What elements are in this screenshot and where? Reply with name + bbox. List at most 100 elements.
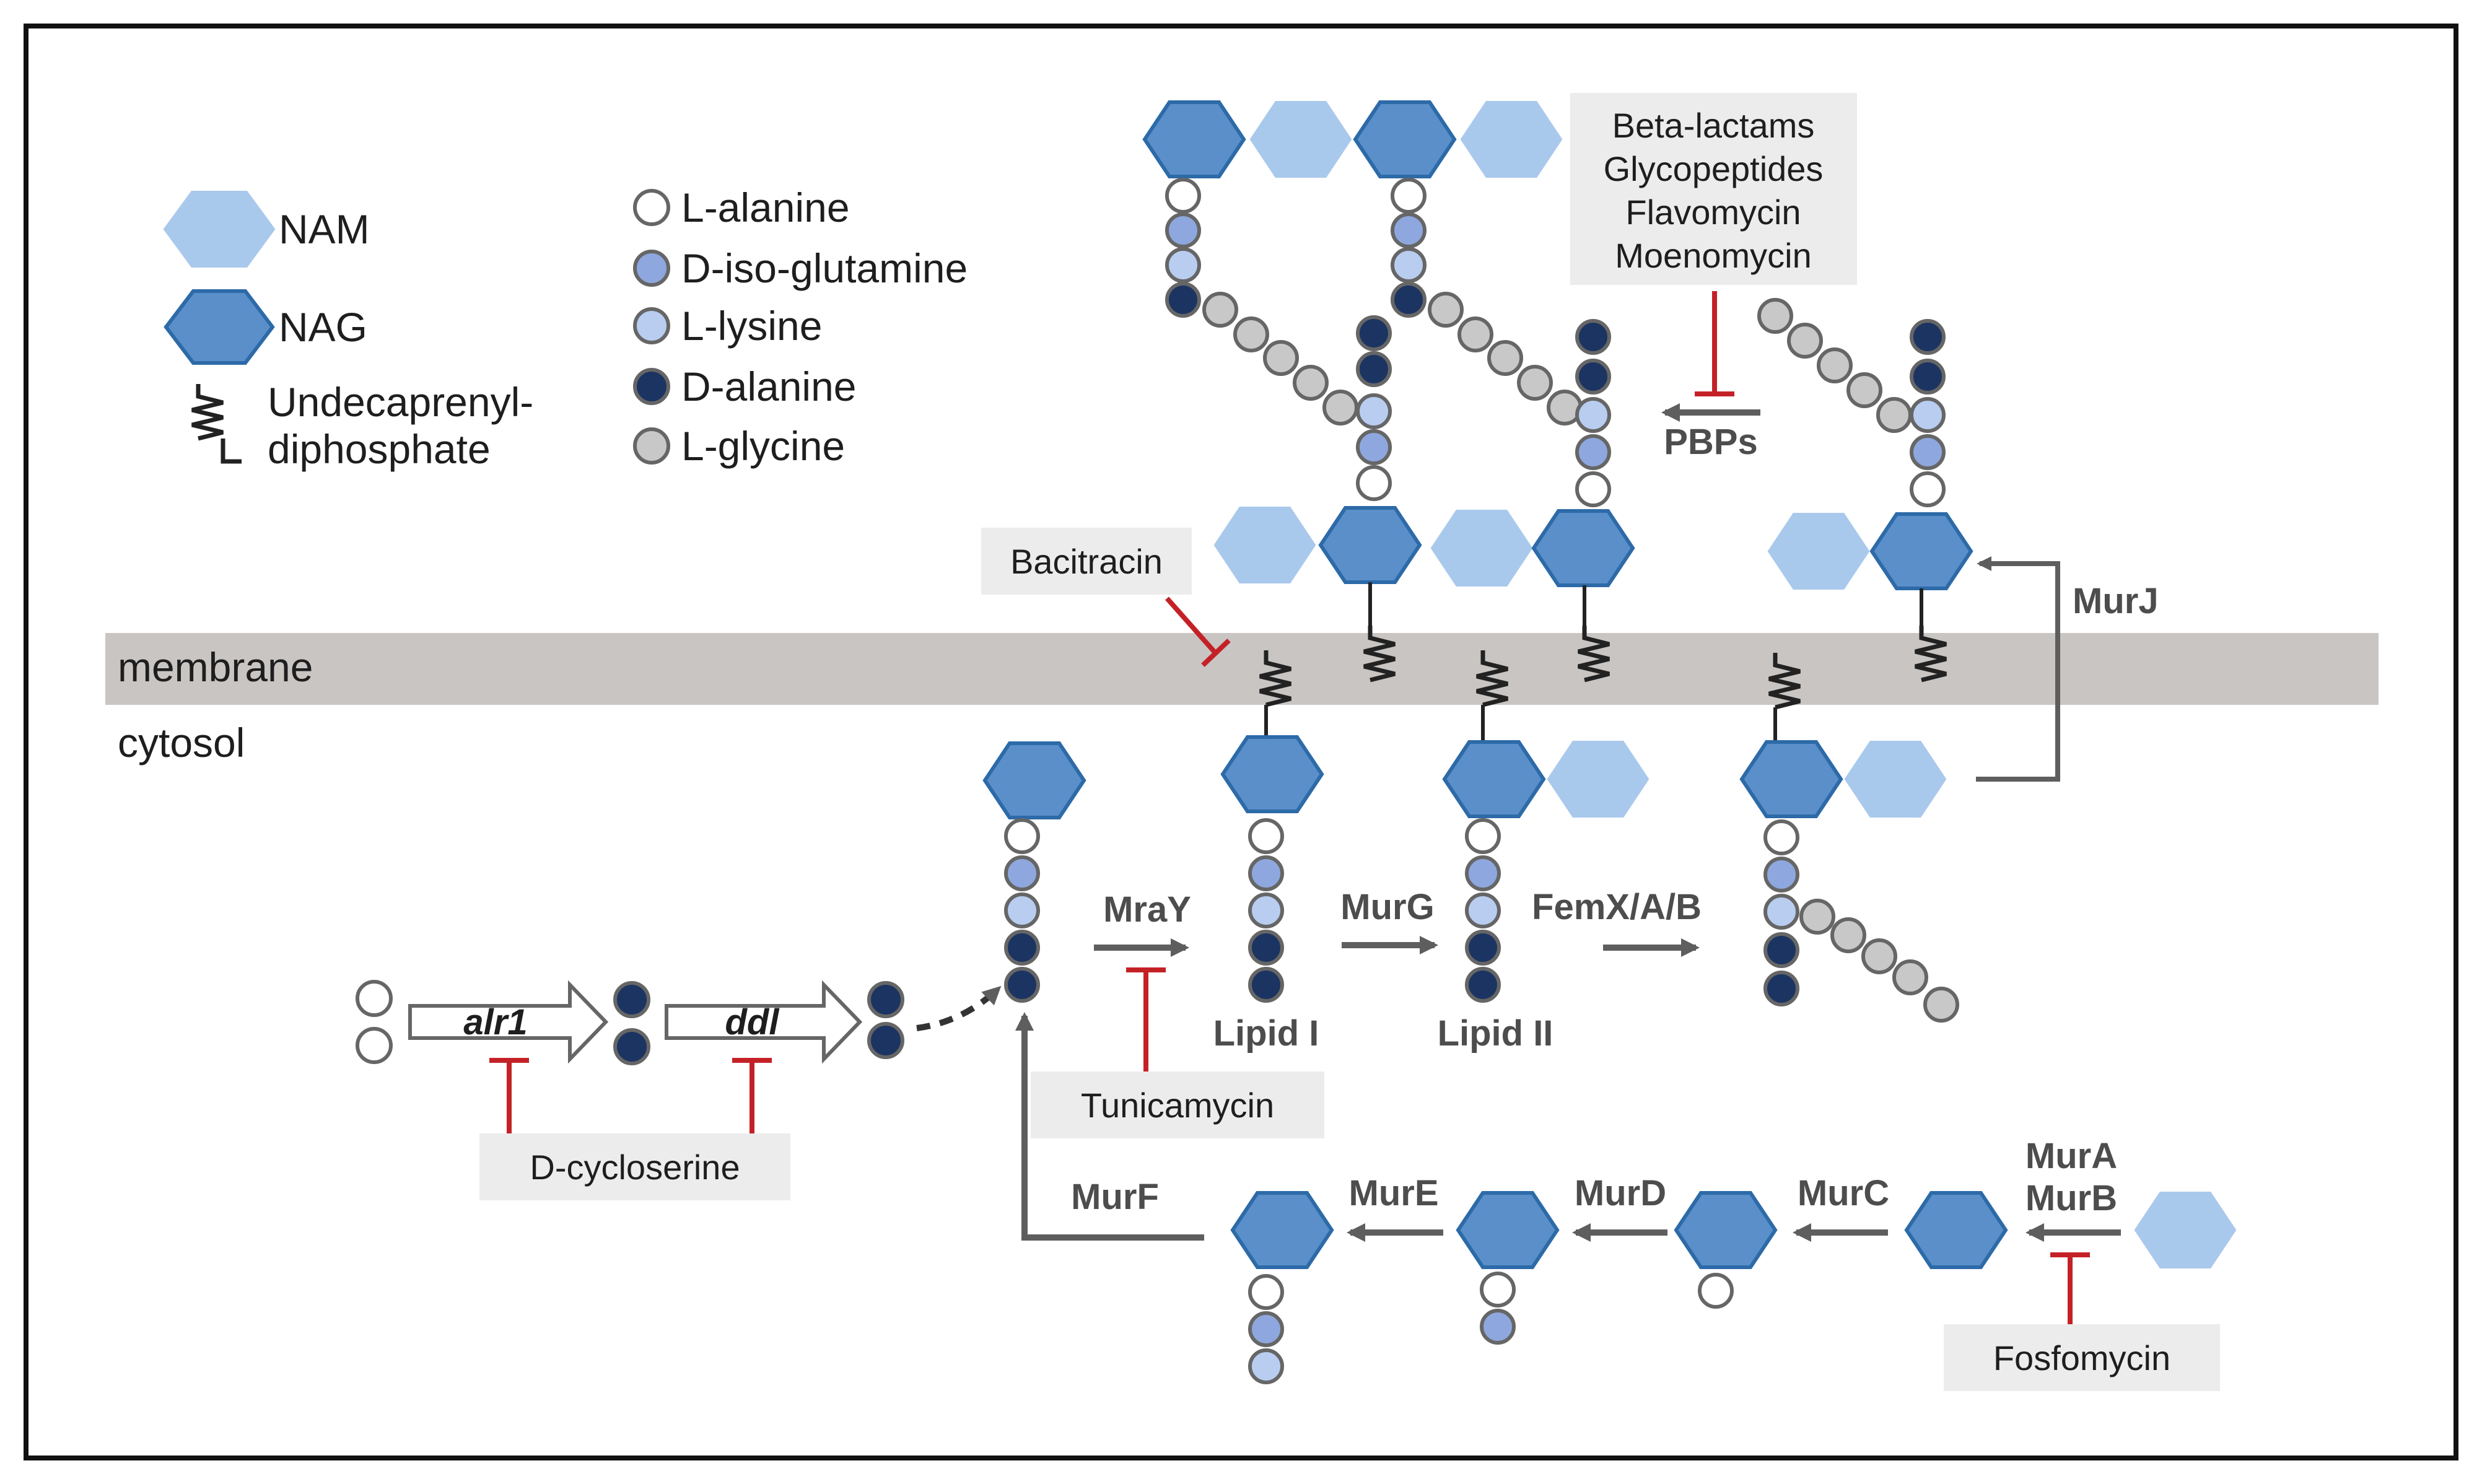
mure-label: MurE xyxy=(1349,1173,1439,1213)
polymer-nag-2 xyxy=(1353,100,1457,178)
stem-residue xyxy=(1004,818,1040,854)
femxab-label: FemX/A/B xyxy=(1532,887,1702,927)
stem-residue xyxy=(1698,1273,1734,1309)
legend-d-iso-glutamine-label: D-iso-glutamine xyxy=(681,245,968,291)
legend-undecaprenyl-label-2: diphosphate xyxy=(268,426,491,472)
fosfomycin-label: Fosfomycin xyxy=(1993,1338,2170,1377)
lipid-i-label: Lipid I xyxy=(1213,1013,1319,1054)
fosfomycin-box xyxy=(1944,1324,2220,1391)
pbps-label: PBPs xyxy=(1664,422,1758,462)
glycine-bridge xyxy=(1322,390,1358,426)
stem-residue xyxy=(1004,930,1040,966)
lipid-ii-gly-nam xyxy=(1844,741,1947,818)
membrane-band xyxy=(105,633,2379,705)
d-alanine-circle xyxy=(633,368,670,405)
glycine-bridge xyxy=(1923,987,1959,1023)
stem-residue xyxy=(1465,930,1501,966)
lipid-ii-gly-nag xyxy=(1739,740,1843,818)
polymer-residue xyxy=(1165,212,1201,248)
legend-d-alanine-label: D-alanine xyxy=(681,364,857,409)
stem-residue xyxy=(1248,893,1284,928)
udp-nag-pentapeptide xyxy=(982,741,1086,819)
stem-residue xyxy=(1910,319,1946,355)
glycine-bridge xyxy=(1487,340,1523,376)
lipid-i-nag xyxy=(1220,735,1324,813)
legend: NAM NAG Undecaprenyl- diphosphate L-alan… xyxy=(163,185,968,472)
ddl-arrow xyxy=(665,980,863,1064)
glycine-bridge xyxy=(1233,316,1269,352)
murf-arrow xyxy=(1015,1012,1204,1241)
tunicamycin-inhibition xyxy=(1126,967,1166,1081)
lipid-ii-nag xyxy=(1442,740,1546,818)
glycine-bridge xyxy=(1892,959,1928,995)
anchored-nag-a xyxy=(1318,506,1422,584)
stem-residue xyxy=(1763,932,1799,968)
glycine-bridge xyxy=(1517,365,1553,401)
flavomycin-label: Flavomycin xyxy=(1625,193,1801,232)
alr1-arrow xyxy=(408,980,609,1064)
beta-lactams-box xyxy=(1570,93,1857,285)
l-alanine-circle xyxy=(633,189,670,226)
outer-frame xyxy=(24,24,2458,1460)
fosfomycin-inhibition xyxy=(2050,1252,2090,1325)
stem-residue xyxy=(1763,894,1799,930)
l-glycine-circle xyxy=(633,427,670,465)
bacitracin-label: Bacitracin xyxy=(1010,542,1163,581)
legend-nam: NAM xyxy=(163,191,370,268)
legend-residues: L-alanine D-iso-glutamine L-lysine D-ala… xyxy=(633,185,968,469)
stem-residue xyxy=(1465,855,1501,891)
stem-residue xyxy=(1480,1272,1516,1307)
glycine-bridge xyxy=(1846,372,1882,408)
glycopeptides-label: Glycopeptides xyxy=(1604,149,1824,188)
stem-residue xyxy=(1480,1309,1516,1345)
mura-label: MurA xyxy=(2025,1136,2117,1176)
stem-residue xyxy=(1910,434,1946,470)
legend-nam-label: NAM xyxy=(279,206,370,252)
stem-residue xyxy=(1248,855,1284,891)
tunicamycin-label: Tunicamycin xyxy=(1081,1086,1274,1125)
stem-residue xyxy=(1356,429,1392,465)
stem-residue xyxy=(1910,471,1946,507)
polymer-nam-1 xyxy=(1249,101,1352,178)
stem-residue xyxy=(1763,971,1799,1006)
murf-label: MurF xyxy=(1071,1177,1159,1217)
stem-residue xyxy=(1248,930,1284,966)
glycine-bridge xyxy=(1457,316,1493,352)
legend-nag: NAG xyxy=(164,289,367,365)
stem-residue xyxy=(1004,855,1040,891)
stem-residue xyxy=(1356,351,1392,387)
glycine-bridge xyxy=(1428,292,1464,328)
ligation-dashed-arrow xyxy=(916,985,1002,1031)
legend-l-lysine-label: L-lysine xyxy=(681,303,822,349)
glycine-bridge xyxy=(1293,365,1329,401)
anchored-nam-a xyxy=(1213,507,1316,583)
polymer-residue xyxy=(1391,178,1427,214)
stem-residue xyxy=(1763,857,1799,893)
stem-residue xyxy=(1004,893,1040,928)
cytosol-label: cytosol xyxy=(118,720,245,766)
lipid-ii-nam xyxy=(1547,741,1650,818)
anchored-nag-c xyxy=(1869,512,1973,590)
l-alanine-input xyxy=(356,1027,393,1064)
glycine-bridge xyxy=(1861,938,1897,974)
membrane-label: membrane xyxy=(118,644,313,690)
bacitracin-box xyxy=(981,528,1192,595)
stem-residue xyxy=(1004,967,1040,1003)
glycine-bridge xyxy=(1202,292,1238,328)
murd-label: MurD xyxy=(1575,1173,1666,1213)
l-alanine-input xyxy=(356,980,393,1017)
legend-undecaprenyl-label-1: Undecaprenyl- xyxy=(268,379,533,425)
legend-undecaprenyl: Undecaprenyl- diphosphate xyxy=(192,379,533,472)
glycine-bridge xyxy=(1757,298,1793,334)
d-alanine-product xyxy=(613,981,650,1018)
stem-residue xyxy=(1248,1274,1284,1310)
stem-residue xyxy=(1356,315,1392,351)
stem-residue xyxy=(1465,818,1501,854)
glycine-bridge xyxy=(1799,899,1835,935)
ddl-label: ddl xyxy=(725,1002,780,1042)
stem-residue xyxy=(1248,967,1284,1003)
alr1-inhibition xyxy=(489,1058,529,1135)
stem-residue xyxy=(1575,434,1611,470)
d-ala-d-ala xyxy=(867,1022,904,1059)
stem-residue xyxy=(1248,1348,1284,1384)
